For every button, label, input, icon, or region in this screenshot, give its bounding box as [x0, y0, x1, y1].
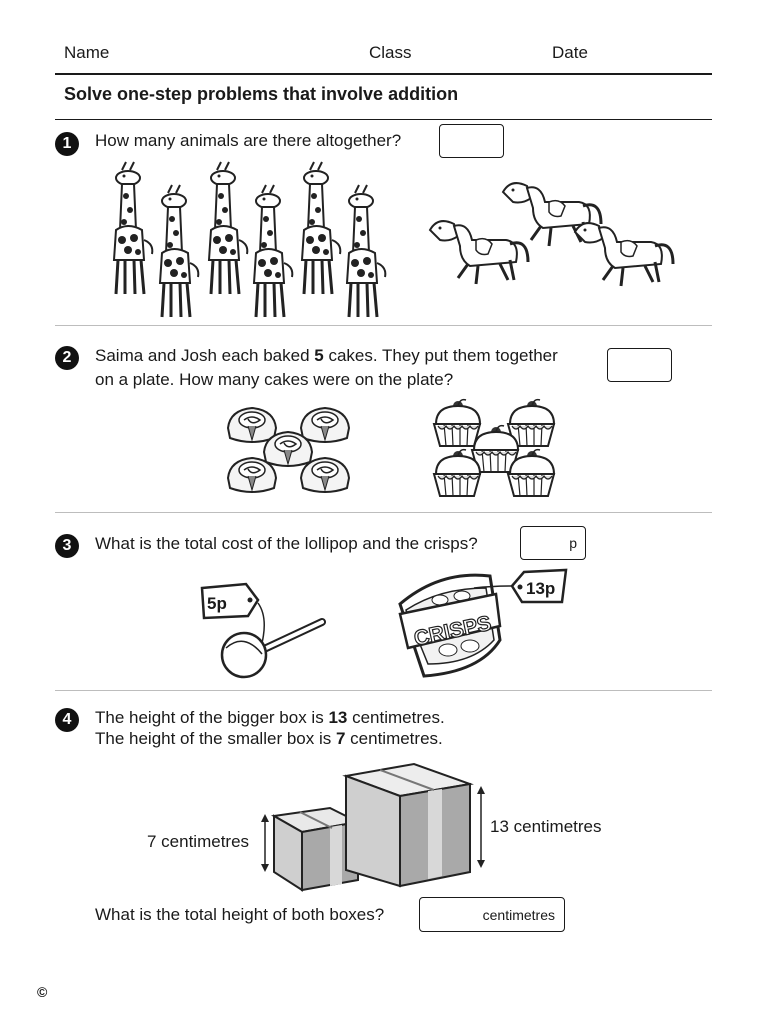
bun-2 — [300, 407, 350, 443]
crisps-price: 13p — [526, 579, 555, 598]
question-number-4: 4 — [55, 708, 79, 732]
q2-bold-number: 5 — [314, 346, 324, 365]
big-box — [342, 762, 474, 888]
horse-2 — [501, 181, 603, 248]
question-3-text: What is the total cost of the lollipop a… — [95, 534, 478, 553]
cupcake-2 — [507, 398, 555, 447]
separator-3 — [55, 690, 712, 691]
answer-box-3[interactable]: p — [520, 526, 586, 560]
big-box-height-label: 13 centimetres — [490, 817, 602, 836]
q4-text-d: centimetres. — [345, 729, 443, 748]
answer-box-2[interactable] — [607, 348, 672, 382]
giraffe-group — [112, 160, 387, 319]
bun-group — [227, 407, 350, 493]
question-1-text: How many animals are there altogether? — [95, 131, 402, 150]
big-height-arrow — [477, 786, 485, 868]
crisps-packet: CRISPS — [398, 573, 513, 678]
q4-text-a: The height of the bigger box is — [95, 708, 329, 727]
bun-4 — [227, 457, 277, 493]
giraffe-3 — [207, 160, 249, 296]
small-box — [270, 806, 362, 892]
cupcake-4 — [433, 448, 481, 497]
question-2-line-2: on a plate. How many cakes were on the p… — [95, 370, 454, 389]
horse-3 — [573, 221, 675, 288]
header-rule — [55, 73, 712, 75]
crisps-price-tag: 13p — [510, 568, 568, 604]
lollipop-price: 5p — [207, 594, 227, 613]
answer-unit-pence: p — [569, 535, 577, 551]
answer-box-4[interactable]: centimetres — [419, 897, 565, 932]
giraffe-4 — [252, 183, 294, 319]
separator-2 — [55, 512, 712, 513]
lollipop-price-tag: 5p — [200, 582, 260, 620]
bun-3 — [263, 431, 313, 467]
cupcake-3 — [471, 424, 519, 473]
cupcake-5 — [507, 448, 555, 497]
question-4-prompt: What is the total height of both boxes? — [95, 905, 385, 924]
cupcake-group — [433, 398, 555, 497]
class-label: Class — [369, 43, 412, 62]
giraffe-5 — [300, 160, 342, 296]
question-number-3: 3 — [55, 534, 79, 558]
date-label: Date — [552, 43, 588, 62]
giraffe-6 — [345, 183, 387, 319]
q4-text-b: centimetres. — [347, 708, 445, 727]
question-2-line-1: Saima and Josh each baked 5 cakes. They … — [95, 344, 558, 368]
question-number-2: 2 — [55, 346, 79, 370]
q4-text-c: The height of the smaller box is — [95, 729, 336, 748]
question-4-line-2: The height of the smaller box is 7 centi… — [95, 727, 443, 751]
answer-box-1[interactable] — [439, 124, 504, 158]
bun-5 — [300, 457, 350, 493]
giraffe-2 — [158, 183, 200, 319]
bun-1 — [227, 407, 277, 443]
q4-bold-big: 13 — [328, 708, 348, 727]
question-4-line-1: The height of the bigger box is 13 centi… — [95, 706, 445, 730]
name-label: Name — [64, 43, 110, 62]
question-number-1: 1 — [55, 132, 79, 156]
giraffe-1 — [112, 160, 154, 296]
horse-group — [428, 181, 675, 288]
q4-bold-small: 7 — [335, 729, 346, 748]
crisps-label: CRISPS — [412, 612, 493, 651]
q2-text-a: Saima and Josh each baked — [95, 346, 315, 365]
cupcake-1 — [433, 398, 481, 447]
worksheet-title: Solve one-step problems that involve add… — [64, 84, 459, 104]
small-height-arrow — [261, 814, 269, 872]
horse-1 — [428, 219, 530, 286]
small-box-height-label: 7 centimetres — [147, 832, 250, 851]
copyright-symbol: © — [37, 984, 48, 1000]
lollipop — [220, 602, 326, 679]
answer-unit-centimetres: centimetres — [482, 906, 555, 923]
title-rule — [55, 119, 712, 120]
q2-text-b: cakes. They put them together — [323, 346, 558, 365]
separator-1 — [55, 325, 712, 326]
